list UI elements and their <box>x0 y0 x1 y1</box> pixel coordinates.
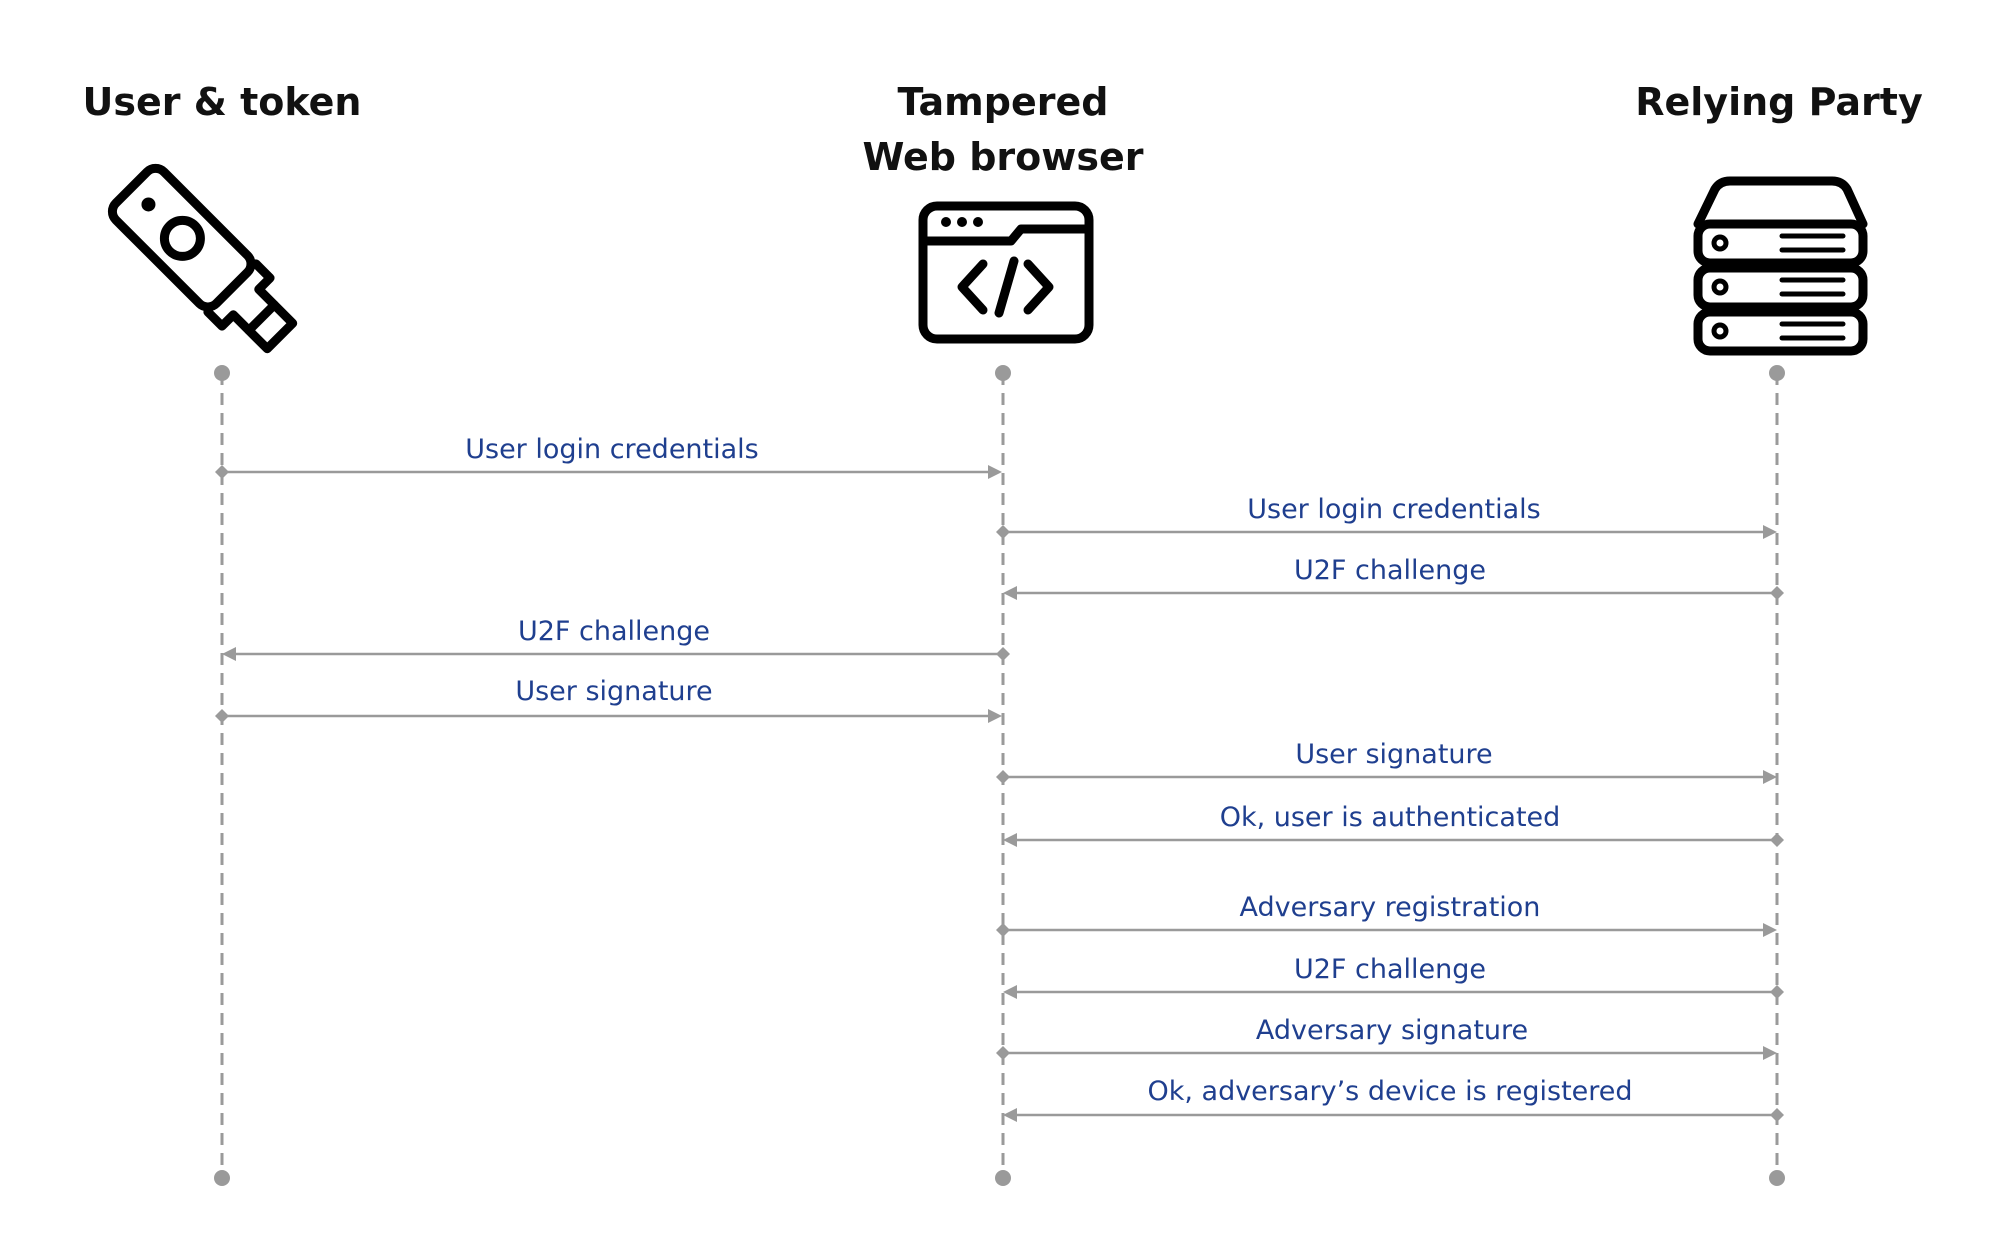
actor-title-browser-line-1: Tampered <box>898 80 1109 124</box>
message: U2F challenge <box>222 616 1010 661</box>
message: Ok, adversary’s device is registered <box>1003 1076 1784 1122</box>
message: User signature <box>215 676 1002 723</box>
message-label: User signature <box>1295 739 1492 770</box>
message: User signature <box>996 739 1777 784</box>
message-label: Ok, user is authenticated <box>1220 802 1561 833</box>
message: U2F challenge <box>1003 555 1784 600</box>
lifeline-bottom-dot-user <box>214 1170 230 1186</box>
message: Ok, user is authenticated <box>1003 802 1784 847</box>
actor-title-browser-line-2: Web browser <box>862 135 1143 179</box>
usb-security-key-icon <box>107 163 298 354</box>
message-label: U2F challenge <box>1294 954 1486 985</box>
server-rack-icon <box>1693 176 1868 356</box>
message: User login credentials <box>215 434 1002 479</box>
message: Adversary registration <box>996 892 1777 937</box>
actor-title-relying-party: Relying Party <box>1635 80 1923 124</box>
lifeline-bottom-dot-browser <box>995 1170 1011 1186</box>
message-label: User login credentials <box>465 434 759 465</box>
message: Adversary signature <box>996 1015 1777 1060</box>
message-label: Adversary signature <box>1256 1015 1528 1046</box>
message-label: Ok, adversary’s device is registered <box>1147 1076 1632 1107</box>
lifeline-top-dot-relying-party <box>1769 365 1785 381</box>
actor-title-user: User & token <box>83 80 362 124</box>
browser-code-icon <box>918 201 1094 344</box>
message: U2F challenge <box>1003 954 1784 999</box>
message-label: User signature <box>515 676 712 707</box>
message-label: U2F challenge <box>518 616 710 647</box>
lifeline-top-dot-user <box>214 365 230 381</box>
lifeline-top-dot-browser <box>995 365 1011 381</box>
lifeline-bottom-dot-relying-party <box>1769 1170 1785 1186</box>
message-label: U2F challenge <box>1294 555 1486 586</box>
message-label: Adversary registration <box>1240 892 1541 923</box>
message: User login credentials <box>996 494 1777 539</box>
message-label: User login credentials <box>1247 494 1541 525</box>
